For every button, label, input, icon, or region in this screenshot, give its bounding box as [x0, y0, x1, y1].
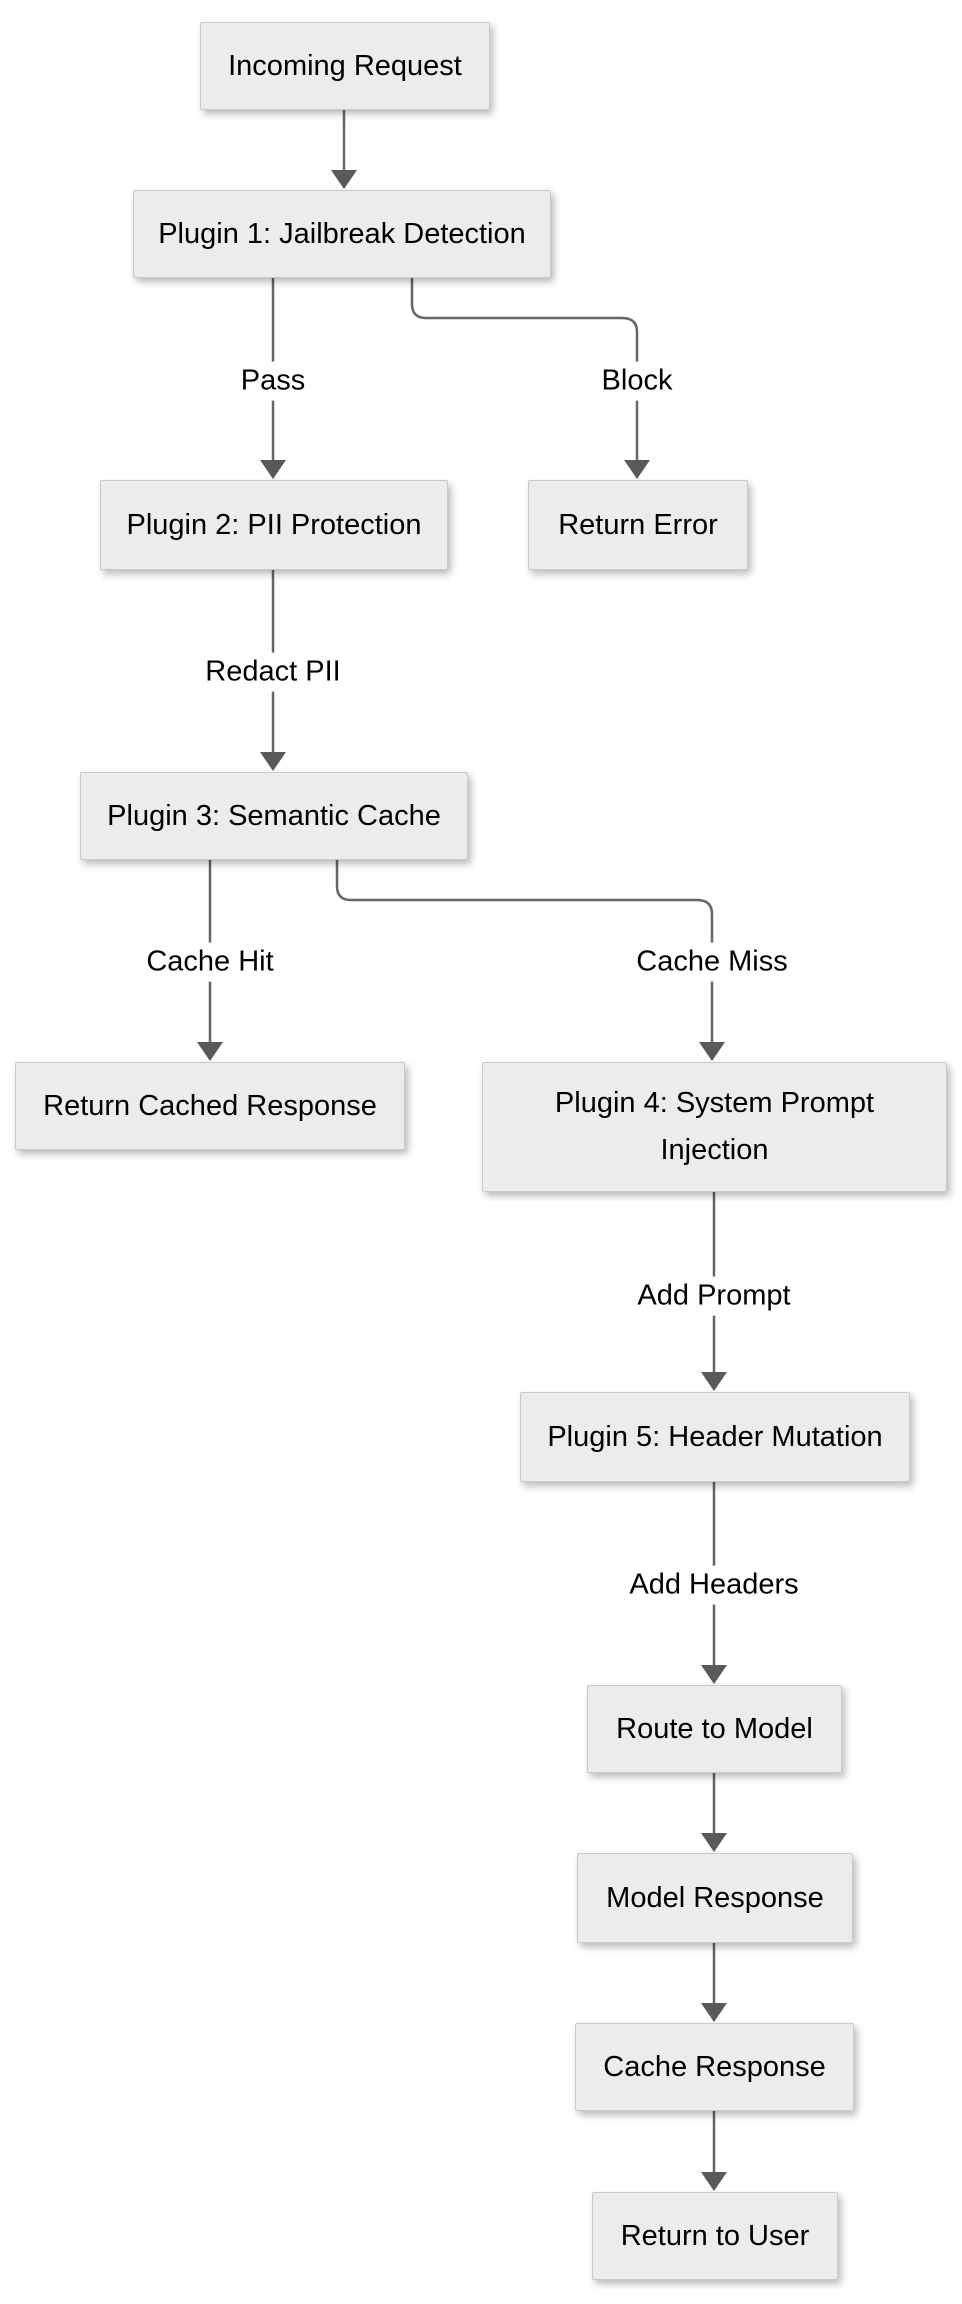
arrowhead-plugin1-to-plugin2 — [260, 460, 286, 479]
arrowhead-plugin4-to-plugin5 — [701, 1372, 727, 1391]
arrowhead-cache-response-to-return-user — [701, 2172, 727, 2191]
edge-label-cache-miss: Cache Miss — [628, 942, 796, 982]
node-plugin5-label: Plugin 5: Header Mutation — [547, 1420, 883, 1453]
node-incoming-request-label: Incoming Request — [228, 49, 462, 82]
node-plugin1-label: Plugin 1: Jailbreak Detection — [158, 217, 526, 250]
node-return-error-label: Return Error — [558, 508, 718, 541]
arrowhead-model-response-to-cache-response — [701, 2003, 727, 2022]
node-route-to-model-label: Route to Model — [616, 1712, 813, 1745]
arrowhead-plugin2-to-plugin3 — [260, 752, 286, 771]
node-return-error: Return Error — [528, 480, 748, 570]
edge-label-redact-pii: Redact PII — [197, 652, 349, 692]
edge-label-pass: Pass — [232, 361, 314, 401]
arrowhead-plugin3-to-return-cached — [197, 1042, 223, 1061]
node-plugin1-jailbreak-detection: Plugin 1: Jailbreak Detection — [133, 190, 551, 278]
edge-label-cache-hit: Cache Hit — [138, 942, 282, 982]
node-incoming-request: Incoming Request — [200, 22, 490, 110]
node-plugin5-header-mutation: Plugin 5: Header Mutation — [520, 1392, 910, 1482]
node-return-cached-response: Return Cached Response — [15, 1062, 405, 1150]
arrowhead-plugin3-to-plugin4 — [699, 1042, 725, 1061]
arrowhead-plugin5-to-route — [701, 1665, 727, 1684]
node-return-to-user: Return to User — [592, 2192, 838, 2280]
node-plugin3-label: Plugin 3: Semantic Cache — [107, 799, 441, 832]
node-model-response: Model Response — [577, 1853, 853, 1943]
arrowhead-route-to-model-response — [701, 1833, 727, 1852]
node-model-response-label: Model Response — [606, 1881, 824, 1914]
edge-label-block: Block — [593, 361, 681, 401]
node-plugin2-label: Plugin 2: PII Protection — [126, 508, 422, 541]
edge-label-add-prompt: Add Prompt — [629, 1276, 799, 1316]
node-plugin4-system-prompt-injection: Plugin 4: System Prompt Injection — [482, 1062, 947, 1192]
node-plugin2-pii-protection: Plugin 2: PII Protection — [100, 480, 448, 570]
arrowhead-incoming-to-plugin1 — [331, 170, 357, 189]
node-plugin3-semantic-cache: Plugin 3: Semantic Cache — [80, 772, 468, 860]
node-return-to-user-label: Return to User — [620, 2219, 810, 2252]
node-return-cached-response-label: Return Cached Response — [43, 1089, 377, 1122]
edge-label-add-headers: Add Headers — [621, 1565, 807, 1605]
arrowhead-plugin1-to-return-error — [624, 460, 650, 479]
node-cache-response-label: Cache Response — [603, 2050, 826, 2083]
node-route-to-model: Route to Model — [587, 1685, 842, 1773]
node-cache-response: Cache Response — [575, 2023, 854, 2111]
node-plugin4-label: Plugin 4: System Prompt Injection — [554, 1087, 875, 1166]
